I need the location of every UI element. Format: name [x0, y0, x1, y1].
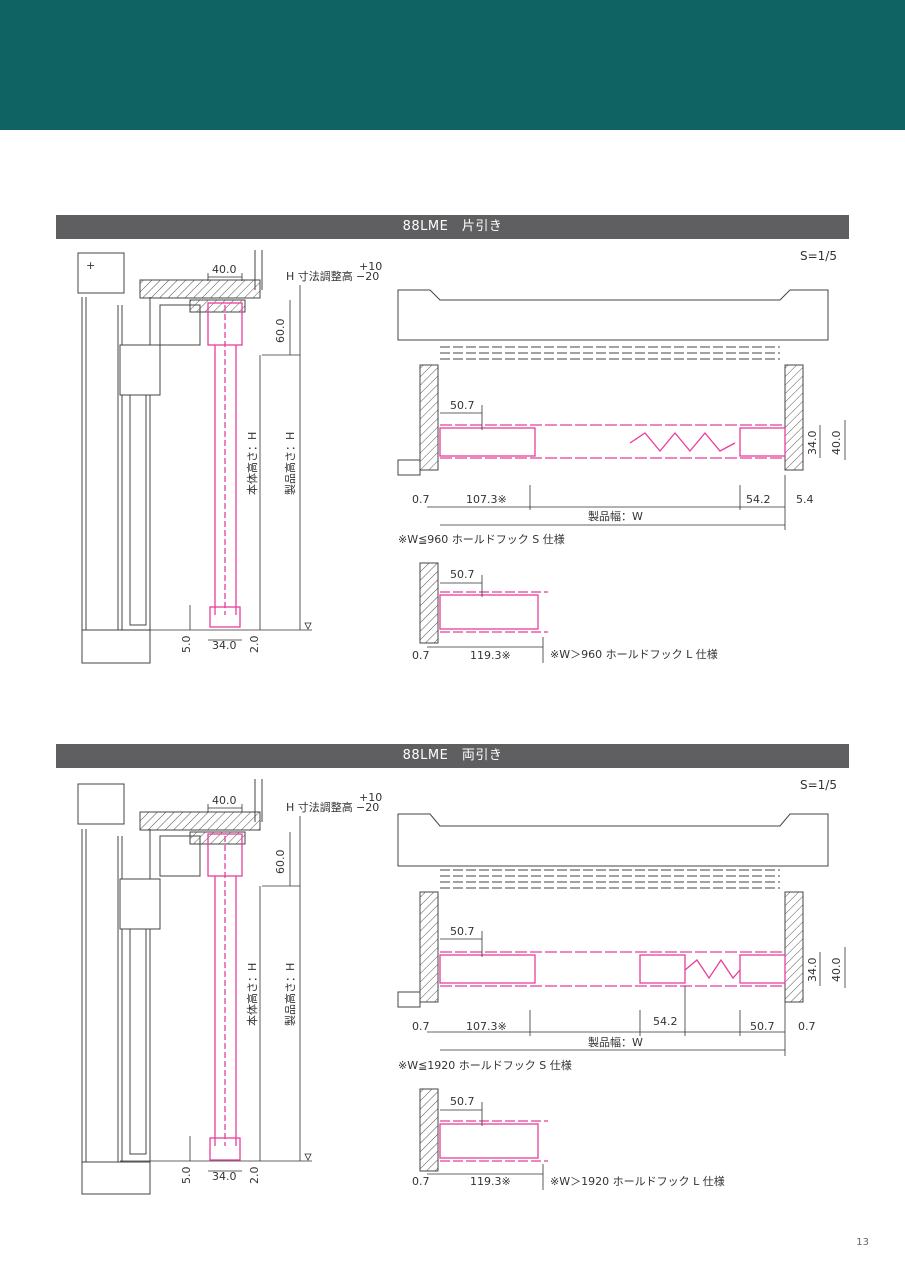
detail-profile-accent	[439, 1120, 548, 1162]
side-bottom-left: 5.0	[180, 636, 193, 654]
svg-text:+: +	[86, 259, 95, 272]
side-profile-accent	[207, 302, 243, 628]
plan-dimensions	[427, 931, 846, 1056]
plan-left-gap: 0.7	[412, 493, 430, 506]
plan-width-label: 製品幅：W	[588, 509, 643, 523]
detail-note-l: ※W＞1920 ホールドフック L 仕様	[550, 1174, 725, 1188]
side-product-height: 製品高さ：H	[283, 963, 297, 1026]
detail-frame	[419, 562, 439, 644]
scale-label: S=1/5	[800, 778, 837, 792]
scale-label: S=1/5	[800, 249, 837, 263]
section-title-double: 88LME 両引き	[56, 744, 849, 768]
plan-width-label: 製品幅：W	[588, 1035, 643, 1049]
side-adjust-minus: −20	[356, 801, 379, 814]
side-bottom-left: 5.0	[180, 1167, 193, 1185]
plan-profile-accent	[439, 424, 786, 459]
side-adjust-plus: +10	[359, 791, 382, 804]
side-bottom-right: 2.0	[248, 636, 261, 654]
side-profile-accent	[207, 833, 243, 1161]
plan-left-gap: 0.7	[412, 1020, 430, 1033]
plan-depth-inner: 34.0	[806, 958, 819, 983]
plan-profile-accent	[439, 951, 786, 987]
side-bottom-right: 2.0	[248, 1167, 261, 1185]
detail-left-dim: 119.3※	[470, 649, 511, 662]
side-section: +	[77, 250, 263, 664]
plan-depth-outer: 40.0	[830, 431, 843, 456]
side-dimensions	[120, 273, 312, 641]
plan-dimensions	[427, 405, 846, 530]
side-adjust-label: H 寸法調整高	[286, 269, 353, 283]
side-top-width: 40.0	[212, 794, 237, 807]
plan-top-offset: 50.7	[450, 925, 475, 938]
plan-right-gap: 5.4	[796, 493, 814, 506]
detail-note-l: ※W＞960 ホールドフック L 仕様	[550, 647, 718, 661]
plan-note-s: ※W≦1920 ホールドフック S 仕様	[398, 1058, 572, 1072]
plan-top-offset: 50.7	[450, 399, 475, 412]
side-bottom-width: 34.0	[212, 1170, 237, 1183]
section-title-single: 88LME 片引き	[56, 215, 849, 239]
plan-depth-outer: 40.0	[830, 958, 843, 983]
plan-right-dim: 50.7	[750, 1020, 775, 1033]
detail-top-offset: 50.7	[450, 1095, 475, 1108]
plan-left-dim: 107.3※	[466, 493, 507, 506]
detail-left-gap: 0.7	[412, 649, 430, 662]
side-adjust-plus: +10	[359, 260, 382, 273]
side-body-height: 本体高さ：H	[245, 432, 259, 495]
side-product-height: 製品高さ：H	[283, 432, 297, 495]
plan-right-gap: 0.7	[798, 1020, 816, 1033]
detail-left-dim: 119.3※	[470, 1175, 511, 1188]
page-number: 13	[856, 1237, 869, 1248]
plan-frame	[397, 289, 829, 476]
plan-left-dim: 107.3※	[466, 1020, 507, 1033]
detail-frame	[419, 1088, 439, 1172]
plan-right-dim: 54.2	[746, 493, 771, 506]
drawing-double-sliding: 40.0 +10 H 寸法調整高 −20 60.0 本体高さ：H 製品高さ：H …	[77, 778, 846, 1195]
side-dimensions	[120, 804, 312, 1172]
detail-left-gap: 0.7	[412, 1175, 430, 1188]
detail-profile-accent	[439, 591, 548, 633]
side-adjust-minus: −20	[356, 270, 379, 283]
side-top-width: 40.0	[212, 263, 237, 276]
drawing-single-sliding: + 40.0 +10 H 寸法調整高 −20 60.0	[77, 249, 846, 664]
plan-note-s: ※W≦960 ホールドフック S 仕様	[398, 532, 565, 546]
side-body-height: 本体高さ：H	[245, 963, 259, 1026]
side-section	[77, 779, 263, 1195]
plan-frame	[397, 813, 829, 1008]
side-top-height: 60.0	[274, 850, 287, 875]
plan-center-dim: 54.2	[653, 1015, 678, 1028]
side-bottom-width: 34.0	[212, 639, 237, 652]
detail-top-offset: 50.7	[450, 568, 475, 581]
plan-depth-inner: 34.0	[806, 431, 819, 456]
side-top-height: 60.0	[274, 319, 287, 344]
side-adjust-label: H 寸法調整高	[286, 800, 353, 814]
header-band	[0, 0, 905, 130]
